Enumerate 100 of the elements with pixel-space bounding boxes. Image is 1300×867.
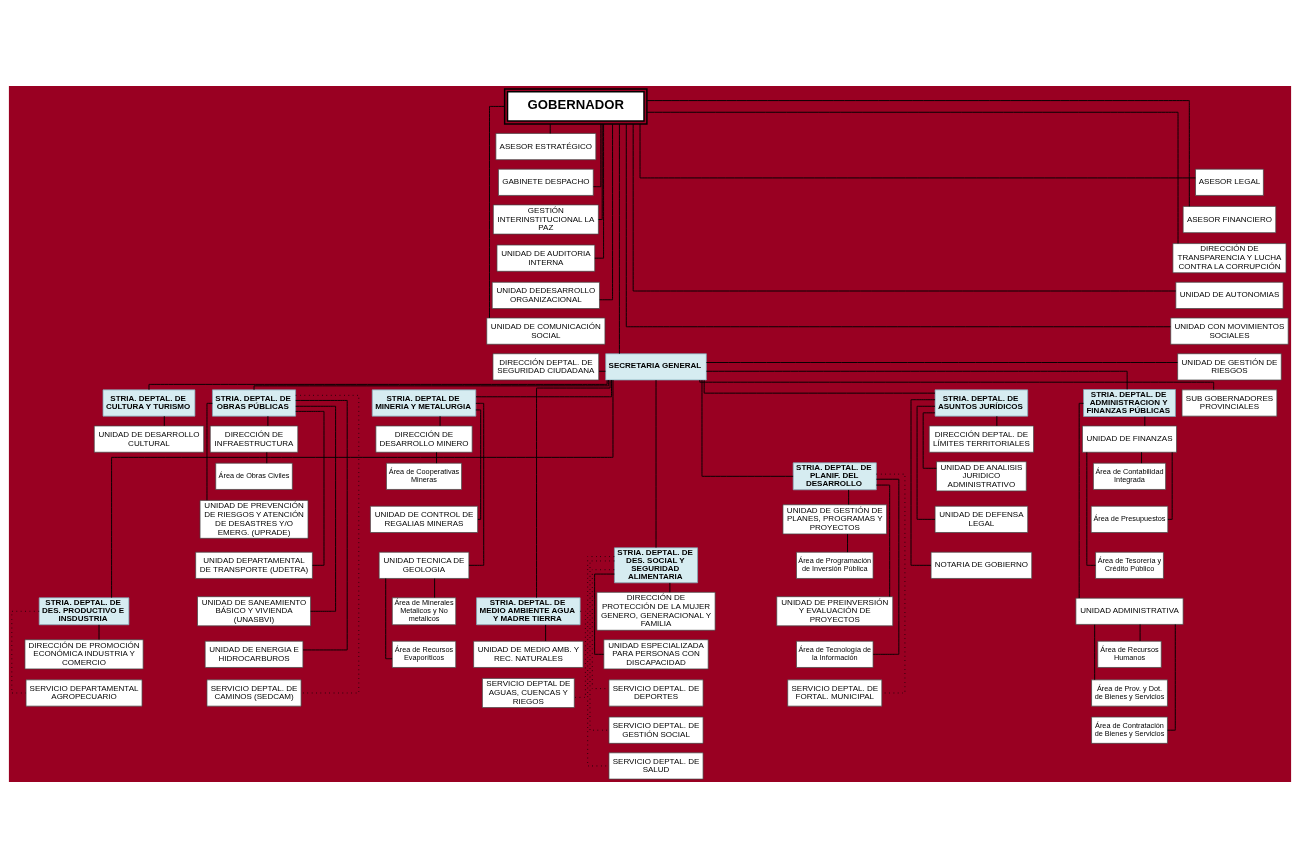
connector bbox=[1139, 623, 1141, 641]
node-box: STRIA. DEPTAL. DE PLANIF. DEL DESARROLLO bbox=[792, 461, 877, 490]
node-box: ASESOR ESTRATÉGICO bbox=[495, 132, 597, 160]
node-box: Área de Tesorería y Crédito Público bbox=[1095, 551, 1164, 579]
connector bbox=[148, 379, 608, 390]
node-box: STRIA. DEPTAL. DE MEDIO AMBIENTE AGUA Y MADRE TIERRA bbox=[476, 596, 581, 625]
node-box: UNIDAD DE ENERGIA E HIDROCARBUROS bbox=[204, 640, 304, 668]
connector bbox=[1167, 451, 1173, 520]
node-box: SERVICIO DEPTAL. DE FORTAL. MUNICIPAL bbox=[787, 679, 883, 706]
connector bbox=[669, 582, 671, 593]
node-box: DIRECCIÓN DEPTAL. DE SEGURIDAD CIUDADANA bbox=[492, 352, 600, 380]
node-box: GESTIÓN INTERINSTITUCIONAL LA PAZ bbox=[492, 204, 599, 234]
connector bbox=[111, 379, 614, 598]
connector bbox=[206, 402, 213, 501]
node-box: Área de Programación de Inversión Pública bbox=[796, 551, 874, 579]
connector bbox=[1078, 402, 1084, 598]
node-box: UNIDAD DE PREINVERSIÓN Y EVALUACIÓN DE PROYECTOS bbox=[776, 595, 894, 626]
connector bbox=[594, 573, 615, 655]
connector bbox=[910, 398, 936, 566]
node-box: UNIDAD DE GESTIÓN DE RIESGOS bbox=[1177, 352, 1282, 380]
connector bbox=[639, 123, 1196, 178]
node-box: UNIDAD DE DESARROLLO CULTURAL bbox=[93, 425, 205, 453]
connector bbox=[592, 123, 602, 187]
node-box: ASESOR LEGAL bbox=[1195, 168, 1264, 196]
node-box: SERVICIO DEPARTAMENTAL AGROPECUARIO bbox=[25, 679, 143, 706]
connector bbox=[703, 379, 936, 394]
connector bbox=[1094, 623, 1096, 680]
connector bbox=[295, 399, 348, 650]
connector bbox=[599, 123, 614, 300]
node-box: UNIDAD DE FINANZAS bbox=[1082, 425, 1177, 453]
node-box: NOTARIA DE GOBIERNO bbox=[930, 551, 1033, 579]
node-box: SUB GOBERNADORES PROVINCIALES bbox=[1181, 389, 1278, 416]
node-box: DIRECCIÓN DE PROTECCIÓN DE LA MUJER GENERO, GENERACIONAL Y FAMILIA bbox=[596, 591, 716, 631]
connector bbox=[705, 361, 1178, 363]
node-box: Área de Recursos Evaporíticos bbox=[391, 640, 457, 668]
connector bbox=[646, 111, 1179, 244]
node-box: UNIDAD DE CONTROL DE REGALIAS MINERAS bbox=[370, 505, 478, 533]
node-box: STRIA. DEPTAL. DE DES. PRODUCTIVO E INSDUSTRIA bbox=[38, 596, 130, 625]
connector bbox=[439, 415, 441, 426]
connector bbox=[253, 379, 610, 390]
node-box: ASESOR FINANCIERO bbox=[1182, 205, 1277, 233]
node-box: UNIDAD DE COMUNICACIÓN SOCIAL bbox=[486, 317, 606, 345]
connector bbox=[475, 379, 612, 397]
node-box: Área de Recursos Humanos bbox=[1097, 640, 1162, 668]
connector bbox=[1086, 451, 1096, 566]
connector bbox=[655, 379, 657, 548]
node-box: STRIA. DEPTAL. DE OBRAS PÚBLICAS bbox=[212, 389, 296, 416]
node-box: Área de Contratación de Bienes y Servicios bbox=[1091, 716, 1168, 744]
node-box: UNIDAD DE SANEAMIENTO BÁSICO Y VIVIENDA (UNASBVI) bbox=[197, 595, 311, 626]
connector bbox=[1167, 623, 1176, 731]
connector bbox=[98, 623, 100, 640]
connector bbox=[549, 123, 551, 134]
node-box: SERVICIO DEPTAL DE AGUAS, CUENCAS Y RIEGOS bbox=[482, 677, 575, 708]
node-box: UNIDAD DE DEFENSA LEGAL bbox=[934, 505, 1029, 533]
connector bbox=[536, 379, 611, 598]
node-box: UNIDAD CON MOVIMIENTOS SOCIALES bbox=[1170, 317, 1289, 345]
connector bbox=[163, 415, 165, 426]
connector bbox=[699, 379, 1215, 390]
connector bbox=[594, 123, 605, 259]
node-box: Área de Cooperativas Mineras bbox=[386, 462, 462, 490]
node-box: STRIA. DEPTAL. DE ADMINISTRACION Y FINANZAS PÚBLICAS bbox=[1083, 388, 1176, 417]
connector bbox=[295, 394, 360, 693]
node-box: UNIDAD DEPARTAMENTAL DE TRANSPORTE (UDETRA) bbox=[195, 551, 313, 579]
node-box: UNIDAD DE GESTIÓN DE PLANES, PROGRAMAS Y PROYECTOS bbox=[782, 503, 887, 534]
connector bbox=[701, 379, 794, 477]
connector bbox=[434, 577, 436, 598]
node-box: Área de Obras Civiles bbox=[215, 462, 293, 490]
connector bbox=[598, 123, 603, 220]
connector bbox=[545, 623, 547, 641]
connector bbox=[385, 577, 393, 659]
connector bbox=[266, 451, 268, 464]
node-box: DIRECCIÓN DE INFRAESTRUCTURA bbox=[209, 425, 299, 453]
node-box: Área de Prov. y Dot. de Bienes y Servicios bbox=[1091, 679, 1168, 706]
connector bbox=[573, 610, 586, 698]
node-box: UNIDAD DE PREVENCIÓN DE RIESGOS Y ATENCIÓN DE DESASTRES Y/O EMERG. (UPRADE) bbox=[199, 499, 309, 539]
node-box: UNIDAD DE AUTONOMIAS bbox=[1175, 281, 1284, 309]
node-box: UNIDAD ESPECIALIZADA PARA PERSONAS CON DISCAPACIDAD bbox=[603, 638, 709, 669]
connector bbox=[705, 370, 1128, 390]
connector bbox=[598, 370, 606, 372]
node-box: Área de Presupuestos bbox=[1090, 505, 1169, 533]
connector bbox=[267, 415, 269, 426]
node-box: DIRECCIÓN DE TRANSPARENCIA Y LUCHA CONTRA LA CORRUPCIÓN bbox=[1172, 242, 1287, 273]
node-box: DIRECCIÓN DE DESARROLLO MINERO bbox=[375, 425, 473, 453]
node-box: SERVICIO DEPTAL. DE GESTIÓN SOCIAL bbox=[608, 716, 704, 744]
node-box: STRIA. DEPTAL. DE ASUNTOS JURÍDICOS bbox=[934, 389, 1029, 416]
connector bbox=[646, 99, 1190, 207]
node-box: STRIA. DEPTAL DE MINERIA Y METALURGIA bbox=[371, 389, 477, 416]
connector bbox=[295, 405, 337, 612]
connector bbox=[1144, 415, 1146, 426]
connector bbox=[875, 484, 891, 597]
node-box: UNIDAD DE MEDIO AMB. Y REC. NATURALES bbox=[473, 640, 584, 668]
connector bbox=[632, 123, 1177, 291]
node-box: UNIDAD DEDESARROLLO ORGANIZACIONAL bbox=[491, 281, 600, 309]
connector bbox=[922, 411, 937, 469]
node-box: SERVICIO DEPTAL. DE CAMINOS (SEDCAM) bbox=[206, 679, 302, 706]
node-box: Área de Tecnología de la Información bbox=[796, 640, 874, 668]
node-box: STRIA. DEPTAL. DE CULTURA Y TURISMO bbox=[102, 389, 196, 416]
connector bbox=[872, 478, 900, 655]
connector bbox=[625, 123, 1171, 327]
connector bbox=[475, 408, 482, 520]
